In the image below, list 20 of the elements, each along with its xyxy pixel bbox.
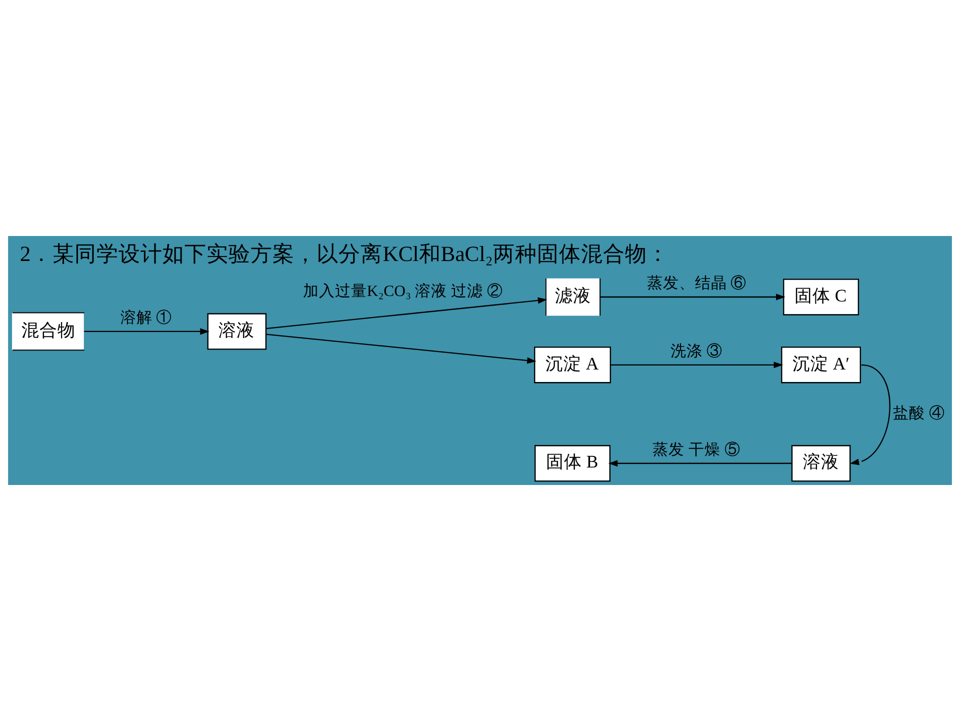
arrow — [266, 333, 536, 364]
node-box: 固体 C — [783, 278, 859, 315]
edge-label: 蒸发 干燥 ⑤ — [652, 440, 741, 458]
edge-label: 洗涤 ③ — [670, 342, 722, 360]
node-box: 溶液 — [207, 312, 267, 350]
edge-label: 蒸发、结晶 ⑥ — [646, 274, 747, 292]
diagram-title: 2．某同学设计如下实验方案，以分离KCl和BaCl₂两种固体混合物： — [20, 242, 669, 266]
arrow — [84, 328, 210, 334]
edge-label: 加入过量K₂CO₃ 溶液 过滤 ② — [302, 282, 503, 300]
arrow — [600, 293, 786, 300]
arrow — [266, 296, 548, 329]
edge-label: 盐酸 ④ — [892, 404, 945, 422]
arrow — [610, 361, 784, 368]
edge-label: 溶解 ① — [120, 308, 172, 326]
arrow — [850, 364, 890, 465]
node-box: 沉淀 A′ — [781, 346, 861, 383]
arrow — [608, 460, 792, 466]
node-box: 固体 B — [534, 444, 610, 482]
node-box: 溶液 — [791, 444, 851, 482]
node-box: 沉淀 A — [534, 346, 611, 383]
